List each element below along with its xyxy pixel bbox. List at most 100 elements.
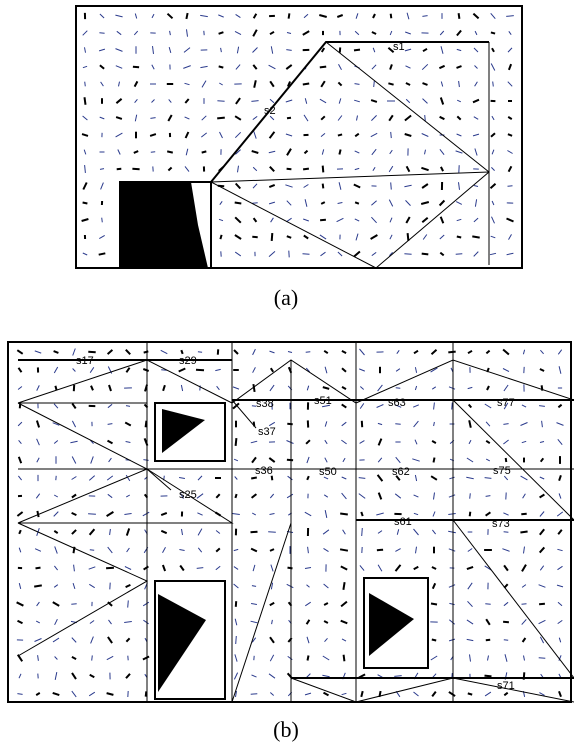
field-vector [337,133,343,137]
field-vector [354,83,360,85]
field-vector [507,165,513,173]
field-vector [143,350,149,354]
field-vector [107,636,113,644]
field-vector [160,511,168,517]
field-vector [440,166,444,172]
field-vector [458,80,460,88]
field-vector [322,655,330,661]
field-vector [466,565,474,571]
field-vector [354,167,360,171]
field-vector [556,584,564,588]
field-vector [557,601,563,607]
domain-border-a [75,5,523,269]
field-vector [557,529,563,535]
field-vector [389,13,393,19]
field-vector [557,565,563,571]
field-vector [339,548,349,552]
field-vector [252,564,256,572]
field-vector [359,565,365,571]
field-vector [421,63,429,71]
field-vector [467,386,473,390]
label-s71: s71 [497,680,515,692]
field-vector [133,30,139,36]
field-vector [355,233,359,241]
field-vector [36,457,40,463]
field-vector [439,251,445,257]
field-vector [387,46,395,54]
field-vector [117,149,121,155]
field-vector [372,47,376,53]
field-vector [234,30,242,36]
field-vector [84,81,86,87]
label-s29: s29 [179,355,197,367]
field-vector [286,32,292,34]
field-vector [36,385,40,391]
field-vector [540,349,544,355]
field-vector [389,217,393,223]
field-vector [506,15,514,17]
field-vector [286,493,294,499]
field-vector [179,549,185,551]
field-vector [268,183,276,189]
field-vector [413,404,419,408]
field-vector [234,131,242,139]
field-vector [354,201,360,205]
field-vector [270,582,274,590]
field-vector [237,165,239,173]
field-vector [306,655,310,661]
field-vector [389,234,393,240]
field-vector [508,31,512,35]
field-vector [424,115,426,121]
field-vector [503,601,509,607]
field-vector [200,14,208,18]
field-vector [132,65,140,69]
field-vector [484,674,492,678]
field-vector [303,184,309,188]
field-vector [235,635,237,645]
field-vector [430,602,438,606]
field-vector [285,99,293,103]
field-vector [490,63,496,71]
field-vector [323,494,329,498]
field-vector [269,654,275,662]
field-vector [35,692,41,696]
field-vector [302,82,310,86]
field-vector [473,116,479,120]
field-vector [421,216,429,224]
field-vector [286,440,294,444]
field-vector [395,475,401,481]
field-vector [18,547,22,553]
field-vector [354,218,360,222]
field-vector [340,619,348,625]
field-vector [473,251,479,257]
field-vector [71,529,77,535]
field-vector [468,420,472,428]
field-vector [484,477,492,479]
field-vector [234,201,242,205]
field-vector [250,440,258,444]
field-vector [485,458,491,462]
field-vector [377,530,383,534]
field-vector [54,656,58,660]
field-vector [474,65,478,69]
vector-field-a [81,12,514,258]
field-vector [219,131,223,139]
field-vector [125,441,131,443]
field-vector [152,46,154,54]
field-vector [99,64,105,70]
field-vector [490,12,496,20]
field-vector [53,584,59,588]
field-vector [90,456,94,464]
field-vector [487,655,489,661]
field-vector [303,13,309,19]
field-vector [234,251,242,257]
field-vector [558,493,562,499]
field-vector [287,13,291,19]
field-vector [168,99,172,103]
field-vector [438,64,446,70]
field-vector [370,99,378,103]
field-vector [338,182,342,190]
field-vector [115,132,123,138]
field-vector [508,234,512,240]
field-vector [430,349,438,355]
